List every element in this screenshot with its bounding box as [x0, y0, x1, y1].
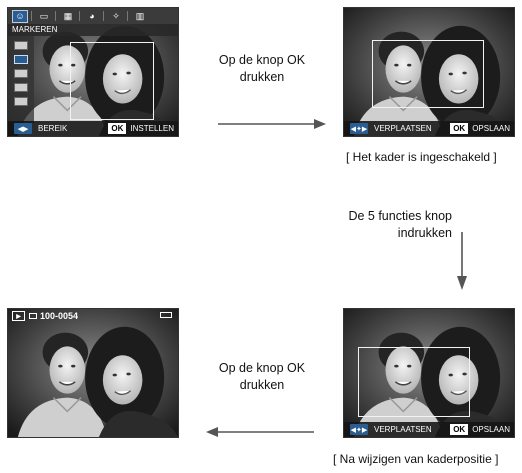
memory-card-icon — [29, 313, 37, 319]
left-right-icon: ◀▶ — [14, 123, 32, 134]
battery-icon — [160, 312, 172, 318]
top-menu-bar: ☺ ▭ ▦ ◕ ✧ ▥ — [8, 8, 178, 24]
bar-right-label: INSTELLEN — [130, 124, 174, 133]
side-item-off[interactable] — [14, 41, 28, 50]
highlight-frame — [372, 40, 484, 108]
side-item-full[interactable] — [14, 97, 28, 106]
caption-frame-moved: [ Na wijzigen van kaderpositie ] — [333, 452, 499, 466]
arrow-left-icon — [206, 427, 314, 437]
effect-icon[interactable]: ▦ — [63, 10, 73, 21]
ok-chip: OK — [450, 424, 469, 435]
side-item-top[interactable] — [14, 69, 28, 78]
camera-screen-menu: ☺ ▭ ▦ ◕ ✧ ▥ MARKEREN ◀▶ BEREIK OK INSTEL… — [7, 7, 179, 137]
palette-icon[interactable]: ◕ — [89, 11, 95, 21]
ok-chip: OK — [108, 123, 127, 134]
photo-couple — [8, 309, 178, 437]
frame-icon[interactable]: ▭ — [39, 10, 49, 21]
piano-icon[interactable]: ▥ — [135, 10, 145, 21]
five-way-icon: ◀✦▶ — [350, 123, 368, 134]
side-menu — [8, 36, 34, 123]
arrow-right-icon — [218, 119, 326, 129]
camera-screen-frame-enabled: ◀✦▶ VERPLAATSEN OK OPSLAAN — [343, 7, 515, 137]
bar-right-label: OPSLAAN — [472, 124, 510, 133]
bottom-bar: ◀✦▶ VERPLAATSEN OK OPSLAAN — [344, 121, 514, 136]
bar-right-label: OPSLAAN — [472, 425, 510, 434]
side-item-bottom[interactable] — [14, 83, 28, 92]
playback-status-bar: ▶ 100-0054 — [8, 309, 178, 323]
highlight-frame — [70, 42, 154, 120]
highlight-frame — [358, 347, 470, 417]
ok-chip: OK — [450, 123, 469, 134]
bar-left-label: VERPLAATSEN — [374, 124, 432, 133]
five-way-icon: ◀✦▶ — [350, 424, 368, 435]
step3-instruction: Op de knop OK drukken — [218, 361, 306, 392]
caption-frame-enabled: [ Het kader is ingeschakeld ] — [346, 150, 497, 164]
star-icon[interactable]: ✧ — [112, 10, 120, 21]
step2-instruction: De 5 functies knop indrukken — [348, 209, 452, 240]
bar-left-label: BEREIK — [38, 124, 68, 133]
step1-instruction: Op de knop OK drukken — [218, 53, 306, 84]
smile-icon[interactable]: ☺ — [12, 9, 28, 23]
bottom-bar: ◀✦▶ VERPLAATSEN OK OPSLAAN — [344, 422, 514, 437]
bar-left-label: VERPLAATSEN — [374, 425, 432, 434]
bottom-bar: ◀▶ BEREIK OK INSTELLEN — [8, 121, 178, 136]
arrow-down-icon — [457, 232, 467, 290]
camera-screen-frame-moved: ◀✦▶ VERPLAATSEN OK OPSLAAN — [343, 308, 515, 438]
submenu-title: MARKEREN — [8, 24, 178, 36]
file-number: 100-0054 — [40, 311, 79, 321]
side-item-center[interactable] — [14, 55, 28, 64]
camera-screen-playback: ▶ 100-0054 — [7, 308, 179, 438]
play-icon: ▶ — [12, 311, 25, 321]
